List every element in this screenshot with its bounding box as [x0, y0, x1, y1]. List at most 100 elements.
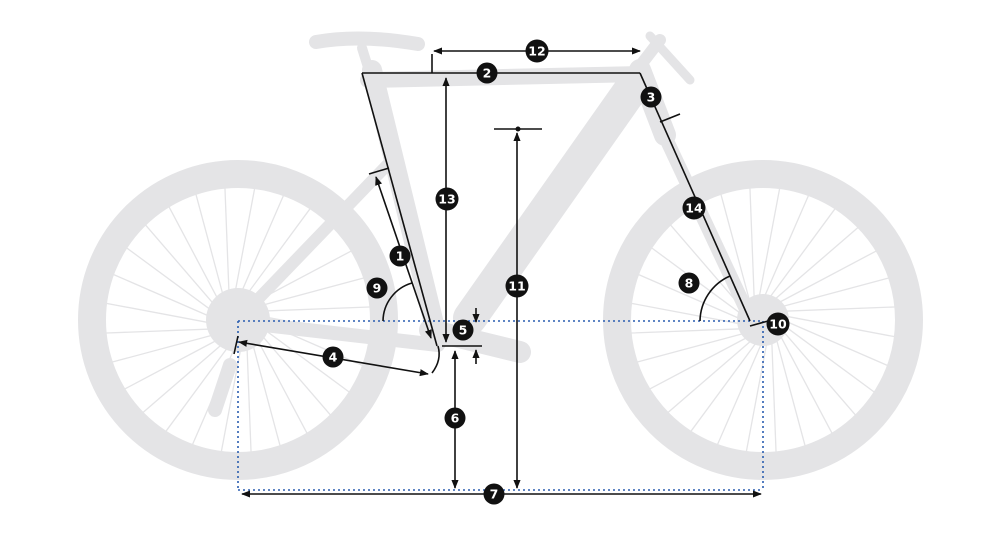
spoke — [637, 331, 749, 363]
marker-4: 4 — [322, 346, 344, 368]
marker-badge — [678, 272, 700, 294]
marker-label: 10 — [769, 317, 787, 332]
spoke — [771, 227, 859, 303]
rear-derailleur — [208, 358, 237, 417]
marker-badge — [444, 407, 466, 429]
spoke — [757, 188, 781, 302]
marker-5: 5 — [452, 319, 474, 341]
handlebar — [645, 31, 695, 85]
marker-badge — [435, 187, 459, 211]
spoke — [780, 328, 856, 416]
saddle — [309, 31, 425, 51]
spoke — [782, 319, 888, 366]
spoke — [649, 334, 752, 390]
fork-offset-line — [749, 320, 769, 327]
spoke — [142, 337, 230, 413]
spoke — [232, 188, 256, 302]
spoke — [667, 337, 755, 413]
spoke — [774, 250, 877, 306]
marker-9: 9 — [366, 277, 388, 299]
spoke — [105, 328, 221, 334]
marker-label: 6 — [451, 411, 460, 426]
spoke — [126, 247, 220, 317]
marker-badge — [476, 62, 498, 84]
spoke — [717, 339, 764, 445]
marker-11: 11 — [505, 274, 529, 298]
marker-badge — [322, 346, 344, 368]
spoke — [113, 274, 219, 321]
spoke — [771, 337, 777, 453]
spoke — [766, 208, 836, 302]
spoke — [720, 194, 752, 306]
spoke — [237, 195, 284, 301]
spoke — [780, 306, 896, 312]
seat-tube-tick — [368, 167, 390, 175]
marker-badge — [682, 196, 706, 220]
marker-10: 10 — [766, 312, 790, 336]
marker-badge — [505, 274, 529, 298]
head-angle-arc — [699, 275, 731, 322]
marker-8: 8 — [678, 272, 700, 294]
marker-badge — [452, 319, 474, 341]
spoke — [255, 328, 331, 416]
marker-2: 2 — [476, 62, 498, 84]
reference-lines — [237, 320, 764, 491]
marker-13: 13 — [435, 187, 459, 211]
marker-badge — [640, 86, 662, 108]
marker-badge — [483, 483, 505, 505]
spoke — [762, 195, 809, 301]
marker-1: 1 — [389, 245, 411, 267]
marker-label: 7 — [490, 487, 499, 502]
spoke — [124, 334, 227, 390]
marker-label: 14 — [685, 201, 703, 216]
top-tube — [360, 66, 648, 88]
spoke — [781, 314, 895, 338]
marker-label: 2 — [483, 66, 492, 81]
marker-label: 5 — [459, 323, 468, 338]
marker-7: 7 — [483, 483, 505, 505]
marker-label: 11 — [508, 279, 525, 294]
spoke — [224, 187, 230, 303]
marker-12: 12 — [525, 39, 549, 63]
chainstay-tick — [233, 335, 239, 355]
spoke — [749, 187, 755, 303]
marker-3: 3 — [640, 86, 662, 108]
spoke — [638, 274, 744, 321]
spoke — [252, 331, 308, 434]
spoke — [252, 277, 364, 309]
spoke — [255, 306, 371, 312]
bottom-bracket-arc — [431, 345, 440, 374]
chain-stay — [231, 315, 445, 352]
spoke — [168, 206, 224, 309]
seat-stay — [232, 154, 398, 326]
marker-label: 4 — [329, 350, 338, 365]
spoke — [241, 208, 311, 302]
spoke — [112, 331, 224, 363]
marker-label: 12 — [528, 44, 545, 59]
spoke — [777, 277, 889, 309]
down-tube — [453, 71, 649, 335]
spoke — [745, 338, 769, 452]
bike-silhouette — [78, 31, 923, 480]
spoke — [145, 224, 221, 312]
marker-label: 8 — [685, 276, 694, 291]
marker-label: 3 — [647, 90, 656, 105]
spoke — [106, 302, 220, 326]
spoke — [781, 323, 875, 393]
spoke — [777, 331, 833, 434]
marker-6: 6 — [444, 407, 466, 429]
spoke — [774, 334, 806, 446]
head-tube-tick — [659, 113, 681, 123]
spoke — [246, 337, 252, 453]
spoke — [690, 338, 760, 432]
spoke — [165, 338, 235, 432]
spoke — [195, 194, 227, 306]
marker-14: 14 — [682, 196, 706, 220]
marker-badge — [389, 245, 411, 267]
marker-badge — [366, 277, 388, 299]
seat-post — [357, 43, 377, 85]
stack-top-dot — [515, 126, 521, 132]
marker-label: 9 — [373, 281, 382, 296]
